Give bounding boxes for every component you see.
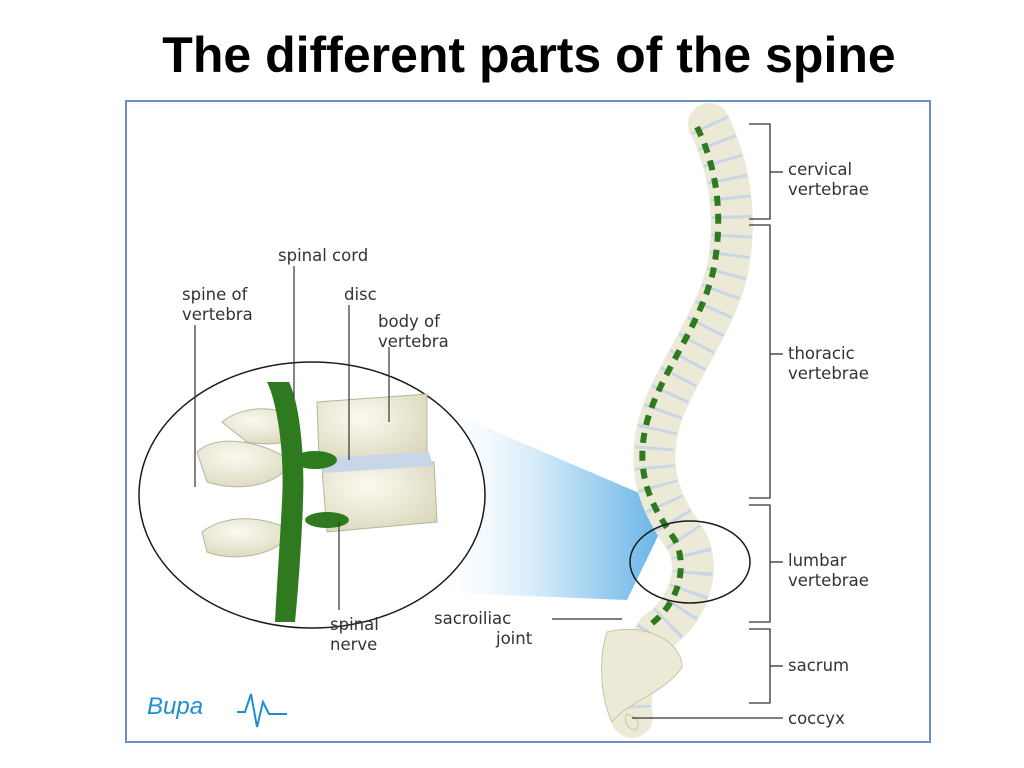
bupa-logo-text: Bupa [147, 693, 203, 720]
label-spinal-nerve-line2: nerve [330, 635, 377, 654]
label-coccyx: coccyx [788, 709, 845, 728]
label-cervical-line1: cervical [788, 160, 852, 179]
label-body-of-vertebra-line1: body of [378, 312, 441, 331]
label-thoracic-line1: thoracic [788, 344, 855, 363]
label-disc: disc [344, 285, 377, 304]
heartbeat-icon [237, 693, 287, 728]
label-thoracic-line2: vertebrae [788, 364, 869, 383]
label-spine-of-vertebra-line1: spine of [182, 285, 249, 304]
spine-diagram-frame: spinal cord spine of vertebra disc body … [125, 100, 931, 743]
label-cervical-line2: vertebrae [788, 180, 869, 199]
label-sacrum: sacrum [788, 656, 849, 675]
lumbar-highlight-circle [629, 520, 751, 604]
spine-diagram: spinal cord spine of vertebra disc body … [138, 103, 869, 738]
bupa-logo: Bupa [147, 693, 287, 728]
label-lumbar-line1: lumbar [788, 551, 847, 570]
label-sacroiliac-joint-line1: sacroiliac [434, 609, 511, 628]
magnification-cone [427, 402, 672, 600]
zoom-detail-circle [138, 361, 486, 629]
label-lumbar-line2: vertebrae [788, 571, 869, 590]
spine-column [601, 103, 753, 738]
label-spinal-nerve-line1: spinal [330, 615, 379, 634]
region-brackets [632, 123, 783, 719]
label-spine-of-vertebra-line2: vertebra [182, 305, 253, 324]
page-title: The different parts of the spine [162, 27, 896, 83]
leader-lines [194, 266, 622, 620]
label-spinal-cord: spinal cord [278, 246, 368, 265]
label-body-of-vertebra-line2: vertebra [378, 332, 449, 351]
label-sacroiliac-joint-line2: joint [495, 629, 533, 648]
